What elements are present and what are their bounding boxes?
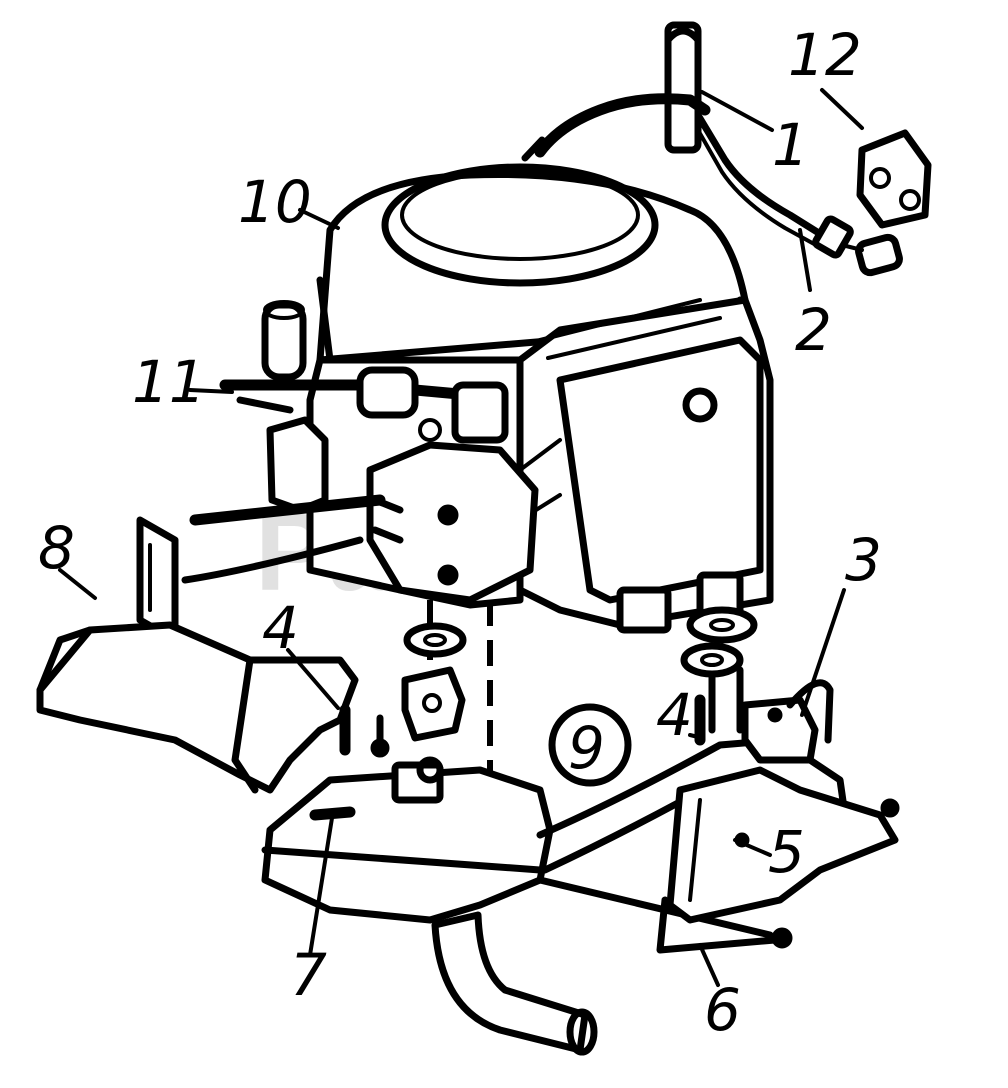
carburetor-linkage xyxy=(219,300,509,514)
part-12-cable-clip xyxy=(856,129,932,229)
part-9-muffler xyxy=(261,736,849,1056)
part-2-cap-nut xyxy=(840,233,903,277)
part-1-control-cable xyxy=(521,21,854,259)
callout-label-11: 11 xyxy=(132,348,206,416)
callout-labels: 1 2 3 4 4 5 6 7 8 10 11 12 xyxy=(38,21,882,1044)
exhaust-gaskets xyxy=(401,606,758,742)
callout-label-10: 10 xyxy=(238,168,312,236)
callout-label-9: 9 xyxy=(568,714,605,782)
leader-lines xyxy=(58,88,864,987)
part-3-clamp xyxy=(741,679,834,764)
callout-label-3: 3 xyxy=(845,526,882,594)
part-10-engine xyxy=(286,163,774,634)
fasteners xyxy=(339,694,706,758)
callout-label-1: 1 xyxy=(772,111,809,179)
part-8-heat-shield xyxy=(36,516,359,794)
callout-label-8: 8 xyxy=(38,514,75,582)
callout-label-7: 7 xyxy=(290,941,327,1009)
callout-label-12: 12 xyxy=(788,21,862,89)
callout-label-6: 6 xyxy=(704,976,741,1044)
callout-label-2: 2 xyxy=(795,296,832,364)
callout-label-4b: 4 xyxy=(656,681,693,749)
callout-label-4a: 4 xyxy=(262,594,299,662)
callout-label-5: 5 xyxy=(768,818,805,886)
callout-9: 9 xyxy=(548,703,632,787)
exhaust-manifold xyxy=(181,441,539,604)
